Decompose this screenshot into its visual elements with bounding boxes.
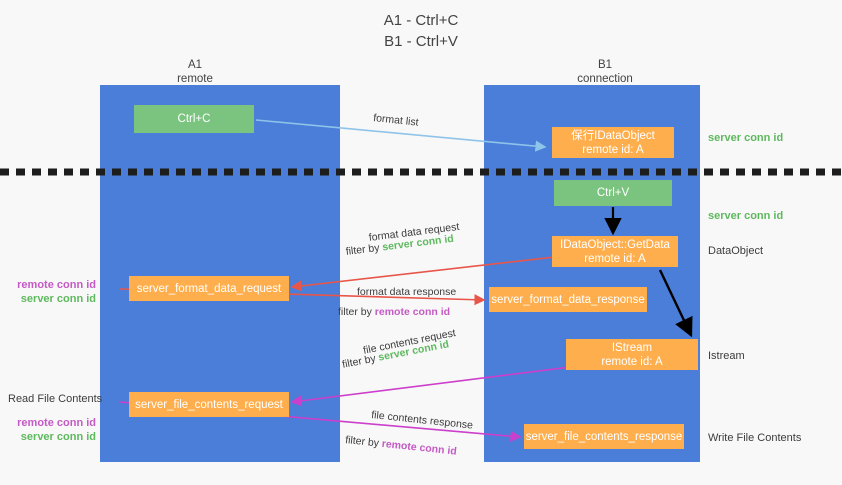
annotation-server-conn-id-2: server conn id: [20, 431, 96, 443]
annotation-server-conn-id-top: server conn id: [708, 132, 784, 144]
title-line-1: A1 - Ctrl+C: [383, 12, 459, 29]
box-ctrl-c[interactable]: Ctrl+C: [134, 105, 254, 133]
filter-remote-conn-id-1: remote conn id: [374, 306, 451, 318]
label-format-data-response-filter: filter by remote conn id: [338, 305, 450, 319]
lane-b1-sub: connection: [577, 73, 633, 85]
box-istream[interactable]: IStream remote id: A: [566, 339, 698, 370]
box-ctrl-c-label: Ctrl+C: [177, 113, 211, 125]
box-idataobject-line2: remote id: A: [582, 143, 644, 156]
annotation-server-conn-id-1: server conn id: [20, 293, 96, 305]
label-format-data-response: format data response: [357, 286, 457, 298]
box-server-file-contents-response[interactable]: server_file_contents_response: [524, 424, 684, 449]
box-ctrl-v-label: Ctrl+V: [596, 187, 630, 199]
box-idataobject-getdata[interactable]: IDataObject::GetData remote id: A: [552, 236, 678, 267]
annotation-conn-ids-bottom: remote conn id server conn id: [8, 416, 96, 444]
box-server-format-data-response[interactable]: server_format_data_response: [489, 287, 647, 312]
label-file-contents-response: file contents response: [370, 408, 474, 432]
box-idataobject[interactable]: 保行IDataObject remote id: A: [552, 127, 674, 158]
filter-remote-conn-id-2: remote conn id: [381, 437, 458, 458]
box-ctrl-v[interactable]: Ctrl+V: [554, 180, 672, 206]
title-line-2: B1 - Ctrl+V: [384, 33, 458, 50]
box-istream-line2: remote id: A: [601, 355, 663, 368]
lane-b1-name: B1: [597, 59, 613, 71]
lane-header-a1: A1 remote: [130, 58, 260, 86]
box-idataobject-line1: 保行IDataObject: [571, 129, 655, 142]
annotation-istream: Istream: [708, 350, 745, 362]
annotation-conn-ids-top: remote conn id server conn id: [8, 278, 96, 306]
lane-a1-name: A1: [187, 59, 203, 71]
box-server-file-contents-request[interactable]: server_file_contents_request: [129, 392, 289, 417]
annotation-read-file-contents: Read File Contents: [8, 393, 103, 405]
box-server-format-data-request[interactable]: server_format_data_request: [129, 276, 289, 301]
annotation-dataobject: DataObject: [708, 245, 764, 257]
filter-by-text-2: filter by: [338, 306, 375, 318]
filter-by-text-1: filter by: [345, 241, 384, 258]
box-fmt-req-label: server_format_data_request: [136, 282, 282, 295]
label-format-list: format list: [372, 111, 420, 129]
filter-by-text-3: filter by: [341, 351, 380, 371]
annotation-remote-conn-id-1: remote conn id: [17, 279, 96, 291]
page-title: A1 - Ctrl+C B1 - Ctrl+V: [0, 10, 842, 52]
box-getdata-line1: IDataObject::GetData: [560, 238, 670, 251]
lane-header-b1: B1 connection: [530, 58, 680, 86]
lane-a1-sub: remote: [177, 73, 213, 85]
filter-by-text-4: filter by: [344, 433, 383, 450]
box-getdata-line2: remote id: A: [584, 252, 646, 265]
label-file-contents-response-filter: filter by remote conn id: [345, 433, 458, 459]
box-file-req-label: server_file_contents_request: [135, 398, 283, 411]
annotation-server-conn-id-mid: server conn id: [708, 210, 784, 222]
annotation-write-file-contents: Write File Contents: [708, 432, 802, 444]
box-istream-line1: IStream: [611, 341, 653, 354]
annotation-remote-conn-id-2: remote conn id: [17, 417, 96, 429]
box-fmt-resp-label: server_format_data_response: [491, 293, 645, 306]
box-file-resp-label: server_file_contents_response: [525, 430, 683, 443]
